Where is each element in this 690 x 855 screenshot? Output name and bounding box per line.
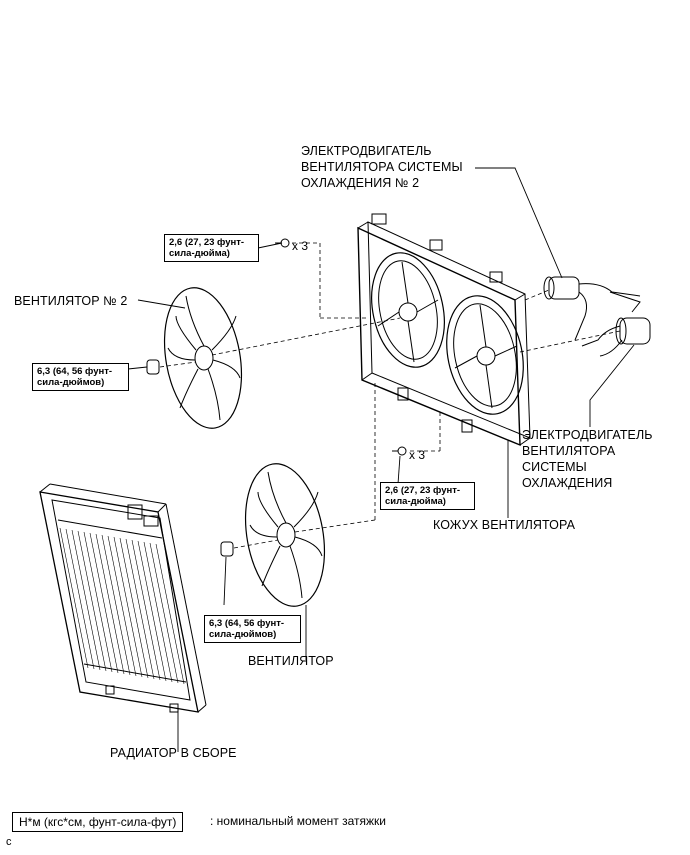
alignment-lines xyxy=(159,242,621,549)
fan-shroud-drawing xyxy=(357,213,531,447)
torque-spec-shroud-top: 2,6 (27, 23 фунт- сила-дюйма) xyxy=(164,234,259,262)
leader-lines xyxy=(127,167,635,752)
legend-description: : номинальный момент затяжки xyxy=(210,814,386,828)
fan-no2-drawing xyxy=(163,287,243,429)
legend-unit-box: Н*м (кгс*см, фунт-сила-фут) xyxy=(12,812,184,832)
fan-drawing xyxy=(244,463,326,607)
fan-motor-drawing xyxy=(581,317,651,357)
torque-spec-fan2-nut: 6,3 (64, 56 фунт- сила-дюймов) xyxy=(32,363,129,391)
nut-fan2 xyxy=(146,359,160,375)
torque-spec-fan-nut: 6,3 (64, 56 фунт- сила-дюймов) xyxy=(204,615,301,643)
label-fan: ВЕНТИЛЯТОР xyxy=(248,654,334,668)
corner-mark: c xyxy=(6,836,12,848)
bolt-bottom xyxy=(392,446,407,456)
fan-motor-no2-drawing xyxy=(543,276,641,341)
label-radiator-assembly: РАДИАТОР В СБОРЕ xyxy=(110,746,237,760)
torque-spec-shroud-bottom: 2,6 (27, 23 фунт- сила-дюйма) xyxy=(380,482,475,510)
label-fan-shroud: КОЖУХ ВЕНТИЛЯТОРА xyxy=(433,518,576,532)
quantity-bottom: x 3 xyxy=(409,448,426,462)
quantity-top: x 3 xyxy=(292,239,309,253)
nut-fan xyxy=(220,541,234,557)
radiator-core xyxy=(59,527,185,685)
label-fan-motor-no2: ЭЛЕКТРОДВИГАТЕЛЬ ВЕНТИЛЯТОРА СИСТЕМЫ ОХЛ… xyxy=(301,144,463,190)
label-fan-motor: ЭЛЕКТРОДВИГАТЕЛЬ ВЕНТИЛЯТОРА СИСТЕМЫ ОХЛ… xyxy=(522,428,653,490)
radiator-drawing xyxy=(39,483,207,713)
label-fan-no2: ВЕНТИЛЯТОР № 2 xyxy=(14,294,128,308)
